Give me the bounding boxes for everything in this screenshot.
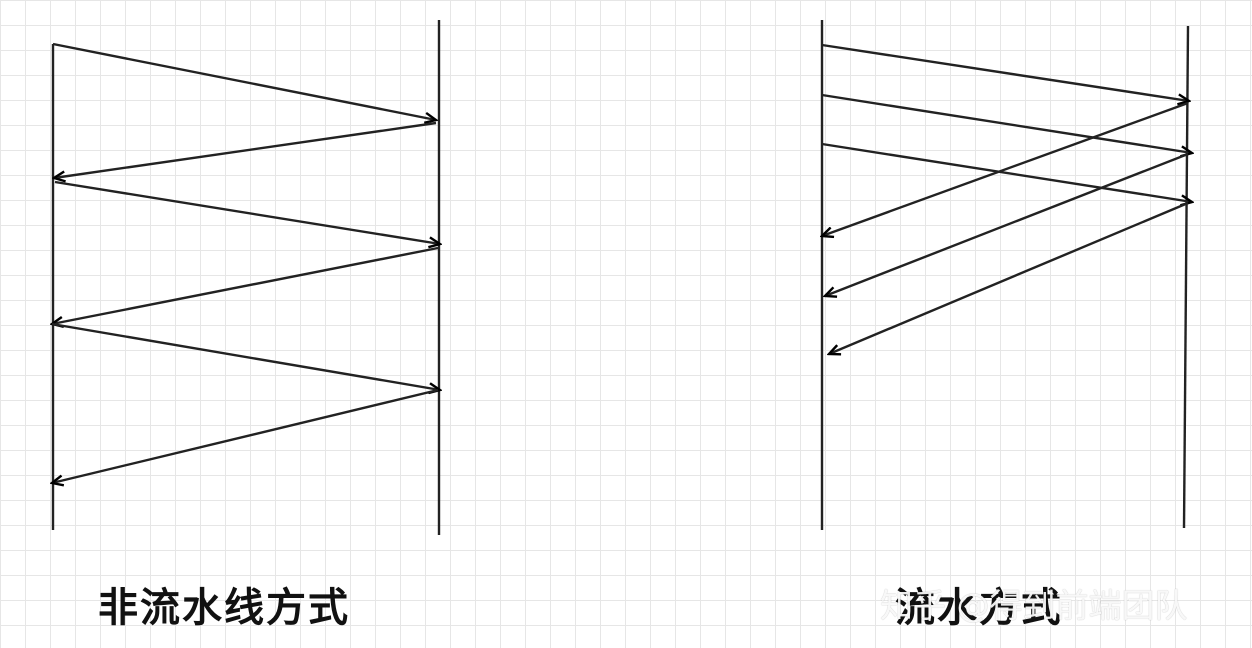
pipeline-panel [822, 20, 1192, 530]
request-arrow-1 [52, 42, 436, 120]
request-arrow-a [821, 43, 1189, 101]
watermark: 知乎 @得到前端团队 [880, 586, 1188, 625]
request-arrow-3 [51, 322, 440, 390]
response-arrow-b [825, 152, 1189, 296]
response-arrow-2 [52, 246, 439, 324]
response-arrow-1 [54, 121, 437, 178]
request-arrow-c [821, 142, 1192, 202]
right-lifeline-2 [1182, 25, 1190, 529]
response-arrow-c [829, 201, 1189, 354]
non-pipeline-panel [52, 20, 440, 535]
request-arrow-2 [54, 180, 440, 244]
request-arrow-b [821, 93, 1192, 153]
pipeline-caption: 流水方式 [895, 584, 1063, 631]
non-pipeline-caption: 非流水线方式 [98, 584, 350, 631]
response-arrow-3 [52, 388, 439, 483]
response-arrow-a [822, 101, 1189, 236]
